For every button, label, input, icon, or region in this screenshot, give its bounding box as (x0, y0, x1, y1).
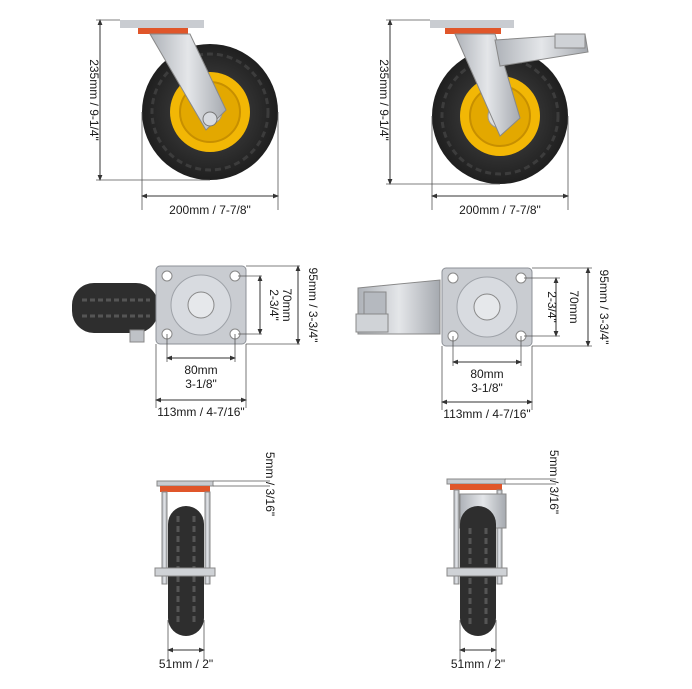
swivel-caster-side-view (120, 20, 278, 180)
dim-wheel-width-right: 51mm / 2" (451, 620, 505, 671)
fork (149, 33, 227, 131)
plate-width-label: 113mm / 4-7/16" (443, 407, 530, 421)
brake-plate-top-view (355, 267, 533, 347)
dim-plate-width-right: 80mm 3-1/8" 113mm / 4-7/16" (441, 336, 533, 421)
dim-thickness-right: 5mm / 3/16" (505, 450, 561, 514)
height-label: 235mm / 9-1/4" (377, 59, 391, 141)
top-plate (430, 20, 514, 28)
hole-width-in: 3-1/8" (471, 381, 503, 395)
plate-accent (450, 484, 502, 490)
dim-plate-height-right: 95mm / 3-3/4" 70mm 2-3/4" (524, 267, 611, 347)
wheel-width-label: 51mm / 2" (159, 657, 213, 671)
width-label: 200mm / 7-7/8" (459, 203, 541, 217)
dim-wheel-width-left: 51mm / 2" (159, 620, 213, 671)
dim-plate-height-left: 95mm / 3-3/4" 70mm 2-3/4" (238, 265, 320, 345)
hole-height-in: 2-3/4" (545, 291, 559, 323)
swivel-caster-front-view (154, 480, 216, 636)
plate-height-label: 95mm / 3-3/4" (597, 270, 611, 345)
wheel-width-label: 51mm / 2" (451, 657, 505, 671)
swivel-plate-top-view (72, 265, 247, 345)
tire-top (72, 283, 158, 333)
dim-plate-width-left: 80mm 3-1/8" 113mm / 4-7/16" (155, 334, 247, 419)
brake-caster-front-view (446, 478, 508, 636)
hole-height-mm: 70mm (567, 290, 581, 323)
dim-width-top-left: 200mm / 7-7/8" (141, 112, 279, 217)
hole-width-mm: 80mm (184, 363, 217, 377)
hole-width-in: 3-1/8" (185, 377, 217, 391)
plate-height-label: 95mm / 3-3/4" (306, 268, 320, 343)
top-plate (120, 20, 204, 28)
width-label: 200mm / 7-7/8" (169, 203, 251, 217)
plate-width-label: 113mm / 4-7/16" (157, 405, 244, 419)
brake-caster-side-view (430, 20, 589, 184)
hole-height-mm: 70mm (280, 288, 294, 321)
hole-width-mm: 80mm (470, 367, 503, 381)
plate-accent (160, 486, 210, 492)
hole-height-in: 2-3/4" (267, 289, 281, 321)
thickness-label: 5mm / 3/16" (263, 452, 277, 516)
fork (454, 33, 521, 137)
thickness-label: 5mm / 3/16" (547, 450, 561, 514)
dim-height-top-right: 235mm / 9-1/4" (377, 19, 500, 185)
height-label: 235mm / 9-1/4" (87, 59, 101, 141)
dim-height-top-left: 235mm / 9-1/4" (87, 19, 210, 181)
dim-width-top-right: 200mm / 7-7/8" (431, 116, 569, 217)
dim-thickness-left: 5mm / 3/16" (213, 452, 277, 516)
